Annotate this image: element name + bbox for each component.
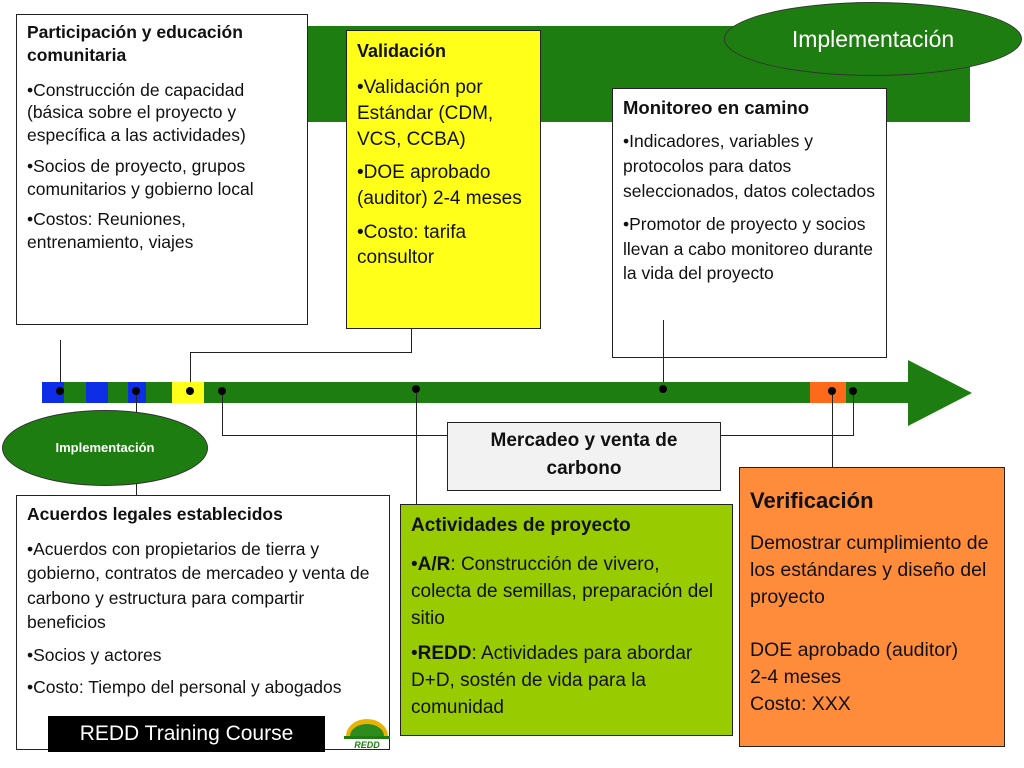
actividades-item-text: : Construcción de vivero, colecta de sem… — [411, 553, 714, 629]
acuerdos-item: •Socios y actores — [27, 644, 162, 665]
validacion-item: •DOE aprobado (auditor) 2-4 meses — [357, 162, 522, 209]
acuerdos-title: Acuerdos legales establecidos — [27, 504, 283, 524]
implementation-ellipse-bottom: Implementación — [2, 410, 208, 486]
timeline-dot — [132, 387, 140, 395]
verificacion-line: Demostrar cumplimiento de los estándares… — [750, 532, 989, 609]
timeline-dot — [412, 385, 420, 393]
timeline-arrowhead — [908, 360, 972, 426]
verificacion-title: Verificación — [750, 488, 874, 513]
footer-banner-label: REDD Training Course — [79, 722, 294, 745]
connector-line — [222, 395, 223, 435]
monitoreo-item: •Promotor de proyecto y socios llevan a … — [623, 213, 874, 284]
connector-line — [190, 352, 412, 353]
implementation-ellipse-top-label: Implementación — [791, 25, 955, 52]
participacion-title: Participación y educación comunitaria — [27, 22, 243, 65]
actividades-item-bold: REDD — [417, 642, 472, 664]
timeline-dot — [186, 387, 194, 395]
redd-logo-icon — [344, 719, 390, 739]
timeline-dot — [56, 387, 64, 395]
implementation-ellipse-bottom-label: Implementación — [55, 439, 155, 455]
connector-line — [720, 435, 854, 436]
participacion-item: •Construcción de capacidad (básica sobre… — [27, 79, 246, 146]
connector-line — [411, 328, 412, 352]
timeline-dot — [218, 387, 226, 395]
actividades-item: •REDD: Actividades para abordar D+D, sos… — [411, 642, 693, 718]
connector-line — [222, 435, 448, 436]
footer-banner: REDD Training Course — [48, 716, 325, 752]
verificacion-line: Costo: XXX — [750, 692, 851, 715]
redd-logo-text: REDD — [354, 740, 380, 750]
timeline-dot — [849, 387, 857, 395]
actividades-item: •A/R: Construcción de vivero, colecta de… — [411, 553, 714, 629]
connector-line — [853, 395, 854, 435]
timeline-dot — [828, 387, 836, 395]
actividades-box: Actividades de proyecto •A/R: Construcci… — [400, 504, 733, 736]
participacion-item: •Socios de proyecto, grupos comunitarios… — [27, 155, 254, 199]
verificacion-box: Verificación Demostrar cumplimiento de l… — [739, 467, 1005, 747]
actividades-item-bold: A/R — [417, 553, 451, 575]
acuerdos-item: •Acuerdos con propietarios de tierra y g… — [27, 538, 370, 633]
validacion-title: Validación — [357, 41, 447, 61]
implementation-ellipse-top: Implementación — [724, 2, 1022, 76]
connector-line — [60, 340, 61, 392]
validacion-box: Validación •Validación por Estándar (CDM… — [346, 30, 541, 329]
participacion-box: Participación y educación comunitaria •C… — [16, 14, 308, 325]
connector-line — [416, 392, 417, 504]
timeline-bar — [42, 382, 910, 403]
mercadeo-label: Mercadeo y venta de carbono — [490, 430, 678, 479]
timeline-blue-segment — [86, 382, 108, 403]
acuerdos-box: Acuerdos legales establecidos •Acuerdos … — [16, 495, 390, 750]
actividades-title: Actividades de proyecto — [411, 515, 631, 536]
verificacion-line: DOE aprobado (auditor) — [750, 639, 959, 662]
verificacion-line: 2-4 meses — [750, 665, 842, 688]
monitoreo-item: •Indicadores, variables y protocolos par… — [623, 131, 875, 201]
redd-logo: REDD — [340, 712, 394, 752]
monitoreo-title: Monitoreo en camino — [623, 97, 810, 118]
timeline-dot — [659, 385, 667, 393]
acuerdos-item: •Costo: Tiempo del personal y abogados — [27, 677, 342, 697]
mercadeo-box: Mercadeo y venta de carbono — [447, 422, 721, 491]
actividades-item-text: : Actividades para abordar D+D, sostén d… — [411, 642, 693, 718]
connector-line — [190, 352, 191, 392]
validacion-item: •Costo: tarifa consultor — [357, 221, 467, 269]
participacion-item: •Costos: Reuniones, entrenamiento, viaje… — [27, 209, 194, 252]
connector-line — [663, 320, 664, 390]
monitoreo-box: Monitoreo en camino •Indicadores, variab… — [612, 88, 887, 358]
connector-line — [832, 395, 833, 467]
validacion-item: •Validación por Estándar (CDM, VCS, CCBA… — [357, 77, 494, 150]
